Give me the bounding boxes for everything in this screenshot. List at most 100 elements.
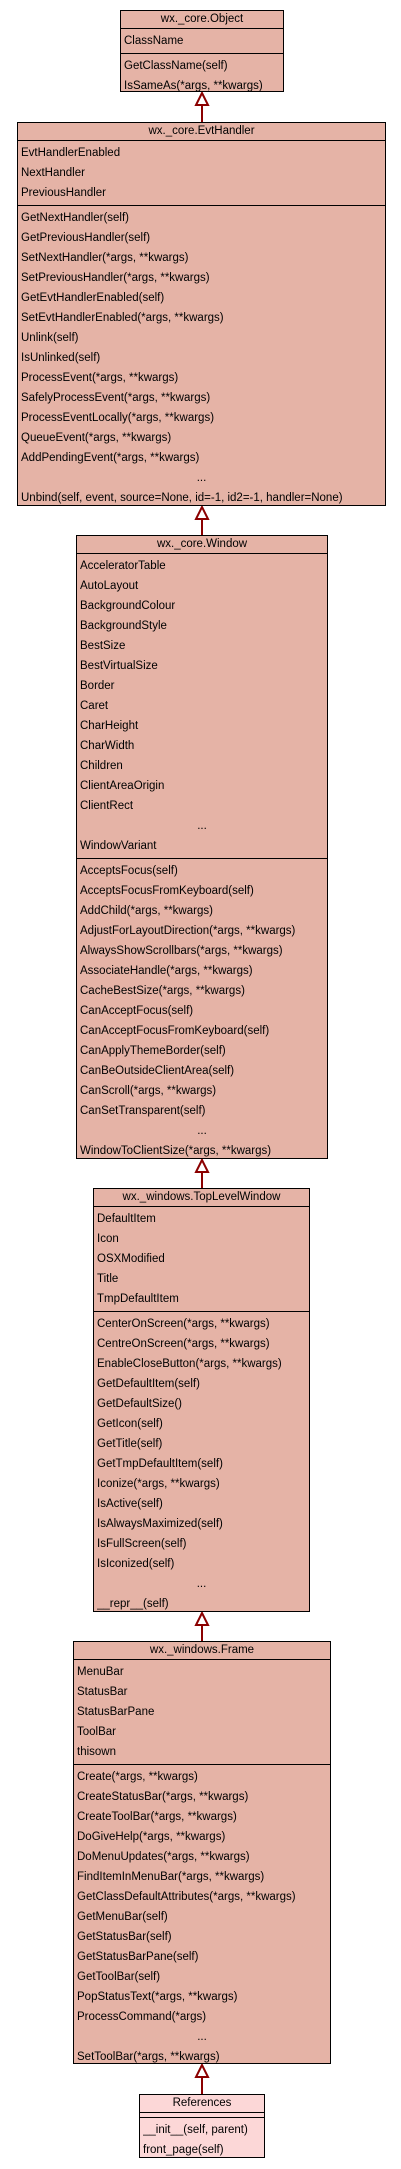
ellipsis: ... [197, 820, 207, 832]
inheritance-arrowhead [194, 1157, 210, 1173]
method-addpendingevent: AddPendingEvent(*args, **kwargs) [21, 452, 200, 464]
method-section: __init__(self, parent) front_page(self) [140, 2117, 264, 2162]
method-front-page: front_page(self) [143, 2144, 224, 2156]
method-getdefaultitem: GetDefaultItem(self) [97, 1378, 200, 1390]
method-getnexthandler: GetNextHandler(self) [21, 212, 130, 224]
method-processevent: ProcessEvent(*args, **kwargs) [21, 372, 179, 384]
attribute-icon: Icon [97, 1233, 119, 1245]
method-enableclosebutton: EnableCloseButton(*args, **kwargs) [97, 1358, 282, 1370]
attribute-osxmodified: OSXModified [97, 1253, 165, 1265]
attribute-autolayout: AutoLayout [80, 580, 139, 592]
method-canbeoutsideclientarea: CanBeOutsideClientArea(self) [80, 1065, 235, 1077]
method-gettmpdefaultitem: GetTmpDefaultItem(self) [97, 1458, 223, 1470]
attribute-clientrect: ClientRect [80, 800, 134, 812]
class-title: wx._core.Object [121, 11, 283, 29]
method-getdefaultsize: GetDefaultSize() [97, 1398, 183, 1410]
method-create: Create(*args, **kwargs) [77, 1771, 198, 1783]
attribute-toolbar: ToolBar [77, 1726, 116, 1738]
method-isunlinked: IsUnlinked(self) [21, 352, 101, 364]
method-gettoolbar: GetToolBar(self) [77, 1971, 161, 1983]
ellipsis: ... [196, 472, 207, 484]
method-queueevent: QueueEvent(*args, **kwargs) [21, 432, 172, 444]
method-section: GetNextHandler(self)GetPreviousHandler(s… [18, 205, 385, 510]
attribute-bestsize: BestSize [80, 640, 126, 652]
inheritance-arrowhead [194, 2062, 210, 2078]
attribute-caret: Caret [80, 700, 109, 712]
method-centeronscreen: CenterOnScreen(*args, **kwargs) [97, 1318, 270, 1330]
class-title: References [140, 2095, 264, 2113]
inheritance-arrowhead [194, 1610, 210, 1626]
method-processeventlocally: ProcessEventLocally(*args, **kwargs) [21, 412, 215, 424]
method-popstatustext: PopStatusText(*args, **kwargs) [77, 1991, 238, 2003]
method-cachebestsize: CacheBestSize(*args, **kwargs) [80, 985, 245, 997]
method-canscroll: CanScroll(*args, **kwargs) [80, 1085, 217, 1097]
method-getevthandlerenabled: GetEvtHandlerEnabled(self) [21, 292, 165, 304]
ellipsis: ... [196, 1578, 207, 1590]
class-title: wx._core.Window [77, 536, 327, 554]
attribute-charwidth: CharWidth [80, 740, 135, 752]
method-setevthandlerenabled: SetEvtHandlerEnabled(*args, **kwargs) [21, 312, 224, 324]
ellipsis: ... [197, 2031, 207, 2043]
method-centreonscreen: CentreOnScreen(*args, **kwargs) [97, 1338, 270, 1350]
method-section: CenterOnScreen(*args, **kwargs) CentreOnS… [94, 1311, 309, 1616]
method-dogivehelp: DoGiveHelp(*args, **kwargs) [77, 1831, 226, 1843]
method-isfullscreen: IsFullScreen(self) [97, 1538, 187, 1550]
method-getstatusbarpane: GetStatusBarPane(self) [77, 1951, 199, 1963]
method-acceptsfocus: AcceptsFocus(self) [80, 865, 178, 877]
attribute-statusbar: StatusBar [77, 1686, 128, 1698]
method-settoolbar: SetToolBar(*args, **kwargs) [77, 2051, 220, 2063]
attribute-classname: ClassName [124, 35, 184, 47]
method-finditeminmenubar: FindItemInMenuBar(*args, **kwargs) [77, 1871, 265, 1883]
method-isactive: IsActive(self) [97, 1498, 163, 1510]
attribute-backgroundcolour: BackgroundColour [80, 600, 176, 612]
method-section: AcceptsFocus(self) AcceptsFocusFromKeyboa… [77, 858, 327, 1163]
method-safelyprocessevent: SafelyProcessEvent(*args, **kwargs) [21, 392, 211, 404]
method-isalwaysmaximized: IsAlwaysMaximized(self) [97, 1518, 223, 1530]
attribute-tmpdefaultitem: TmpDefaultItem [97, 1293, 179, 1305]
method-domenuupdates: DoMenuUpdates(*args, **kwargs) [77, 1851, 250, 1863]
method-windowtoclientsize: WindowToClientSize(*args, **kwargs) [80, 1145, 272, 1157]
inheritance-arrowhead [194, 90, 210, 106]
method-createtoolbar: CreateToolBar(*args, **kwargs) [77, 1811, 237, 1823]
method-isiconized: IsIconized(self) [97, 1558, 175, 1570]
class-references: References __init__(self, parent) front_pa… [139, 2094, 265, 2158]
attribute-bestvirtualsize: BestVirtualSize [80, 660, 158, 672]
class-title: wx._windows.Frame [74, 1642, 330, 1660]
method-gettitle: GetTitle(self) [97, 1438, 163, 1450]
class-title: wx._windows.TopLevelWindow [94, 1189, 309, 1207]
method-associatehandle: AssociateHandle(*args, **kwargs) [80, 965, 253, 977]
method-cansettransparent: CanSetTransparent(self) [80, 1105, 206, 1117]
method-canapplythemeborder: CanApplyThemeBorder(self) [80, 1045, 226, 1057]
attribute-acceleratortable: AcceleratorTable [80, 560, 166, 572]
attribute-border: Border [80, 680, 115, 692]
attribute-evthandlerenabled: EvtHandlerEnabled [21, 147, 121, 159]
method-setnexthandler: SetNextHandler(*args, **kwargs) [21, 252, 189, 264]
method-init: __init__(self, parent) [143, 2124, 248, 2136]
attribute-backgroundstyle: BackgroundStyle [80, 620, 167, 632]
method-acceptsfocusfromkeyboard: AcceptsFocusFromKeyboard(self) [80, 885, 254, 897]
method-issameas: IsSameAs(*args, **kwargs) [124, 80, 263, 92]
method-canacceptfocusfromkeyboard: CanAcceptFocusFromKeyboard(self) [80, 1025, 270, 1037]
attribute-children: Children [80, 760, 123, 772]
attribute-clientareaorigin: ClientAreaOrigin [80, 780, 165, 792]
method-setprevioushandler: SetPreviousHandler(*args, **kwargs) [21, 272, 210, 284]
ellipsis: ... [197, 1125, 207, 1137]
attribute-title: Title [97, 1273, 119, 1285]
method-geticon: GetIcon(self) [97, 1418, 163, 1430]
method-processcommand: ProcessCommand(*args) [77, 2011, 207, 2023]
attribute-section: ClassName [121, 29, 283, 53]
method-section: GetClassName(self)IsSameAs(*args, **kwar… [121, 53, 283, 98]
class-title: wx._core.EvtHandler [18, 123, 385, 141]
attribute-windowvariant: WindowVariant [80, 840, 157, 852]
method-section: Create(*args, **kwargs)CreateStatusBar(*… [74, 1764, 330, 2069]
